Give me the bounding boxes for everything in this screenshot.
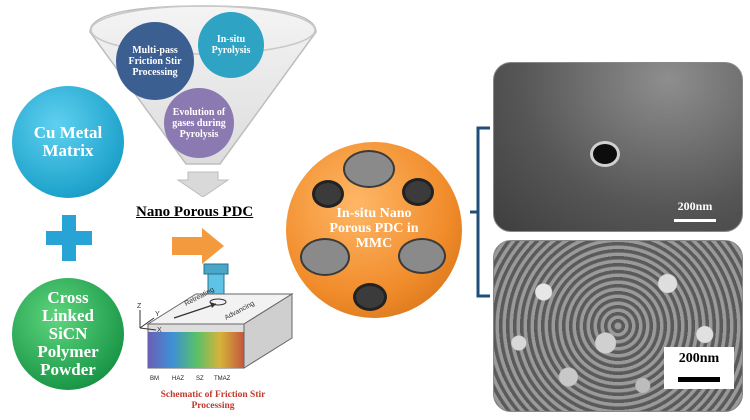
cu-matrix-circle: Cu Metal Matrix [12,86,124,198]
sem-image-top: 200nm [493,62,743,232]
funnel-step-insitu-label: In-situ Pyrolysis [211,34,251,56]
zone-tmaz-label: TMAZ [214,376,231,382]
pore-dot [312,180,344,208]
axis-x-label: X [157,327,162,334]
friction-stir-schematic: Z Y X Retreating Advancing BM HAZ SZ TMA… [137,263,294,382]
bracket [470,126,490,298]
porous-particle [398,238,446,274]
zone-sz-label: SZ [196,376,204,382]
process-arrow-icon [172,228,224,264]
funnel-down-arrow-icon [176,171,230,197]
funnel-step-multipass: Multi-pass Friction Stir Processing [116,22,194,100]
sicn-polymer-label: Cross Linked SiCN Polymer Powder [37,288,99,379]
nano-porous-pdc-title: Nano Porous PDC [136,204,254,220]
pore-dot [353,283,387,311]
pore-hole [590,141,620,167]
schematic-caption: Schematic of Friction Stir Processing [160,390,266,411]
porous-particle [300,238,350,276]
sicn-polymer-circle: Cross Linked SiCN Polymer Powder [12,278,124,390]
funnel-step-insitu: In-situ Pyrolysis [198,12,264,78]
axis-y-label: Y [155,311,160,318]
plus-icon [46,215,92,261]
result-label: In-situ Nano Porous PDC in MMC [329,206,419,251]
porous-particle [343,150,395,188]
sem-top-scale-label: 200nm [677,199,713,213]
sem-bottom-scale-label: 200nm [678,351,720,366]
funnel-step-gases-label: Evolution of gases during Pyrolysis [172,106,226,140]
pore-dot [402,178,434,206]
funnel-step-gases: Evolution of gases during Pyrolysis [164,88,234,158]
zone-bm-label: BM [150,376,159,382]
cu-matrix-label: Cu Metal Matrix [33,123,103,160]
sem-bottom-scale-bar [678,377,720,382]
sem-bottom-scale-box: 200nm [664,347,734,389]
zone-haz-label: HAZ [172,376,184,382]
funnel-step-multipass-label: Multi-pass Friction Stir Processing [128,44,182,78]
sem-top-scale-bar [674,219,716,222]
axis-z-label: Z [137,303,142,310]
sem-image-bottom: 200nm [493,240,743,412]
